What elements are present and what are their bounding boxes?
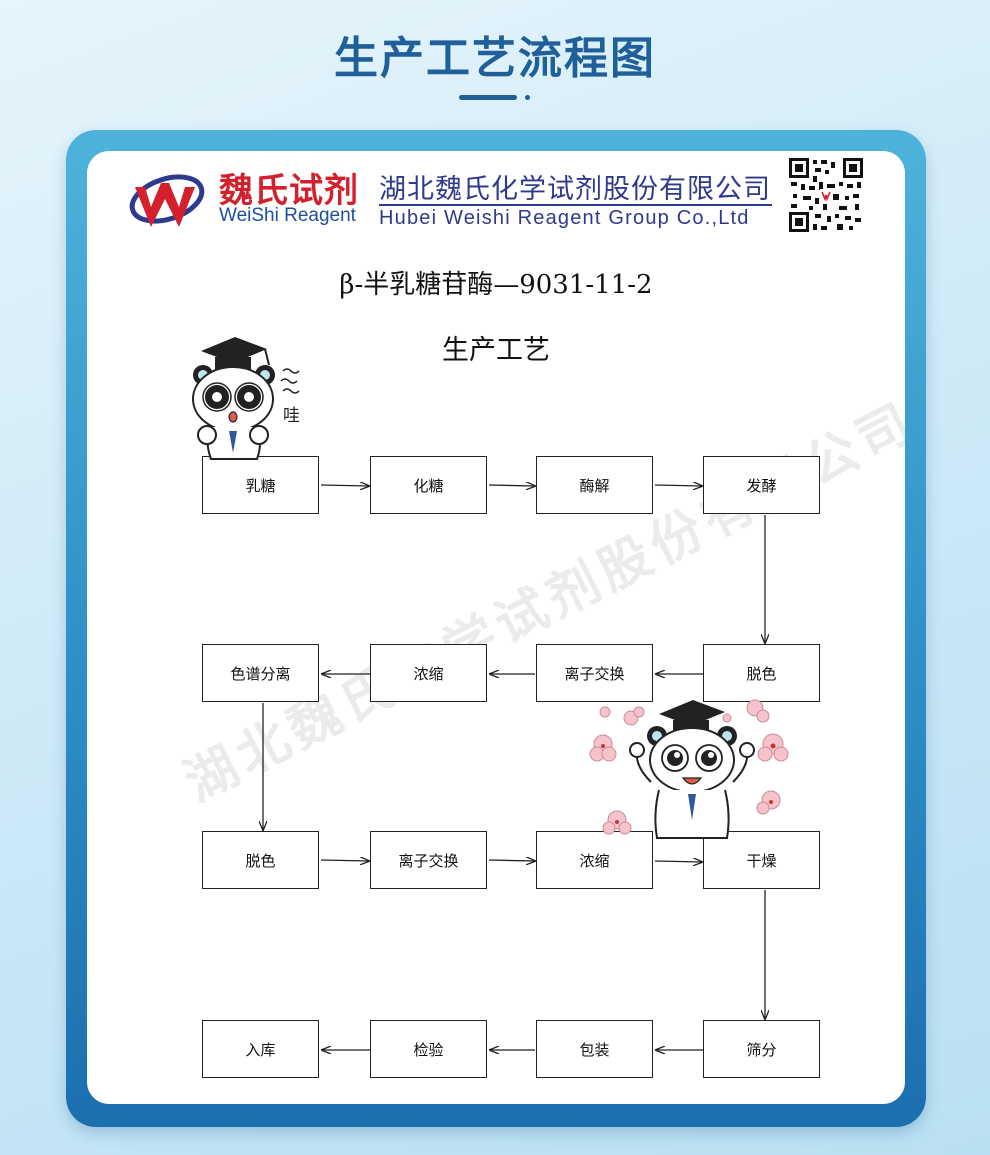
arrow-11 <box>654 861 702 862</box>
panda-mascot-icon: 哇 <box>192 337 300 460</box>
step-2: 化糖 <box>370 456 487 514</box>
company-name-en: Hubei Weishi Reagent Group Co.,Ltd <box>379 207 750 229</box>
flower-icon <box>589 699 789 835</box>
company-divider <box>379 204 772 206</box>
arrow-1 <box>320 485 369 486</box>
company-name-cn: 湖北魏氏化学试剂股份有限公司 <box>379 174 771 205</box>
logo-w-icon <box>129 174 205 227</box>
mascot-exclaim: 哇 <box>283 406 300 426</box>
step-13: 筛分 <box>703 1020 820 1078</box>
step-1: 乳糖 <box>202 456 319 514</box>
arrow-9 <box>320 860 369 861</box>
step-9: 脱色 <box>202 831 319 889</box>
step-11: 浓缩 <box>536 831 653 889</box>
arrow-3 <box>654 485 702 486</box>
step-6: 离子交换 <box>536 644 653 702</box>
step-12: 干燥 <box>703 831 820 889</box>
step-3: 酶解 <box>536 456 653 514</box>
step-16: 入库 <box>202 1020 319 1078</box>
page-title: 生产工艺流程图 <box>334 33 656 84</box>
section-title: 生产工艺 <box>442 335 550 366</box>
flow-connectors <box>87 151 905 1104</box>
step-7: 浓缩 <box>370 644 487 702</box>
step-10: 离子交换 <box>370 831 487 889</box>
arrow-10 <box>488 860 535 861</box>
step-5: 脱色 <box>703 644 820 702</box>
step-4: 发酵 <box>703 456 820 514</box>
product-title: β-半乳糖苷酶—9031-11-2 <box>339 270 653 300</box>
arrow-2 <box>488 485 535 486</box>
step-14: 包装 <box>536 1020 653 1078</box>
step-8: 色谱分离 <box>202 644 319 702</box>
step-15: 检验 <box>370 1020 487 1078</box>
qr-code-icon[interactable] <box>789 158 863 232</box>
brand-name-cn: 魏氏试剂 <box>219 171 359 211</box>
brand-name-en: WeiShi Reagent <box>219 205 356 226</box>
content-card: 魏氏试剂 WeiShi Reagent 湖北魏氏化学试剂股份有限公司 Hubei… <box>87 151 905 1104</box>
panda-mascot-icon <box>589 699 789 839</box>
